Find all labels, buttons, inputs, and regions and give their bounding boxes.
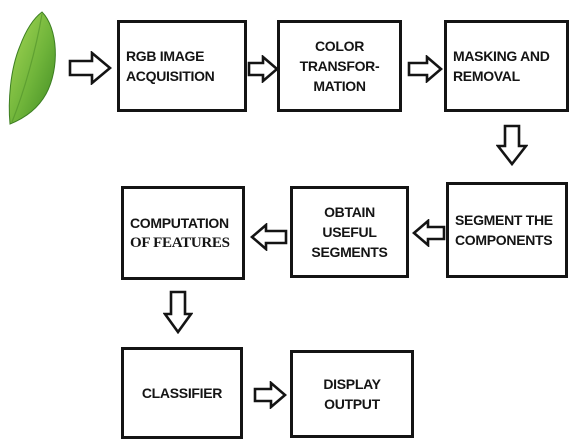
- left-arrow-icon: [412, 219, 446, 247]
- node-label: REMOVAL: [453, 68, 520, 84]
- node-label: RGB IMAGE: [126, 48, 205, 64]
- node-label: TRANSFOR-: [299, 58, 380, 74]
- node-label: COMPUTATION: [130, 215, 229, 231]
- node-label: ACQUISITION: [126, 68, 215, 84]
- node-label: DISPLAY: [323, 376, 381, 392]
- node-label: OBTAIN: [324, 204, 375, 220]
- node-classifier: CLASSIFIER: [121, 347, 243, 439]
- node-label: COLOR: [314, 38, 365, 54]
- node-label: MATION: [313, 78, 366, 94]
- leaf-image: [8, 11, 56, 125]
- node-display-output: DISPLAY OUTPUT: [290, 350, 414, 438]
- node-label: CLASSIFIER: [141, 385, 223, 401]
- node-label: OF FEATURES: [130, 235, 230, 251]
- node-label: COMPONENTS: [455, 232, 553, 248]
- right-arrow-icon: [68, 51, 112, 85]
- node-color-transformation: COLOR TRANSFOR- MATION: [277, 20, 402, 112]
- node-label: SEGMENT THE: [455, 212, 553, 228]
- node-label: OUTPUT: [324, 396, 380, 412]
- node-computation-of-features: COMPUTATION OF FEATURES: [121, 186, 245, 280]
- node-label: USEFUL: [322, 224, 377, 240]
- node-label: SEGMENTS: [311, 244, 388, 260]
- right-arrow-icon: [247, 55, 279, 83]
- right-arrow-icon: [253, 381, 287, 409]
- node-masking-and-removal: MASKING AND REMOVAL: [444, 20, 569, 112]
- left-arrow-icon: [250, 223, 288, 251]
- down-arrow-icon: [163, 290, 193, 334]
- node-obtain-useful-segments: OBTAIN USEFUL SEGMENTS: [290, 186, 409, 278]
- down-arrow-icon: [496, 124, 528, 166]
- right-arrow-icon: [407, 55, 443, 83]
- node-rgb-image-acquisition: RGB IMAGE ACQUISITION: [117, 20, 247, 112]
- node-label: MASKING AND: [453, 48, 550, 64]
- node-segment-the-components: SEGMENT THE COMPONENTS: [446, 182, 568, 278]
